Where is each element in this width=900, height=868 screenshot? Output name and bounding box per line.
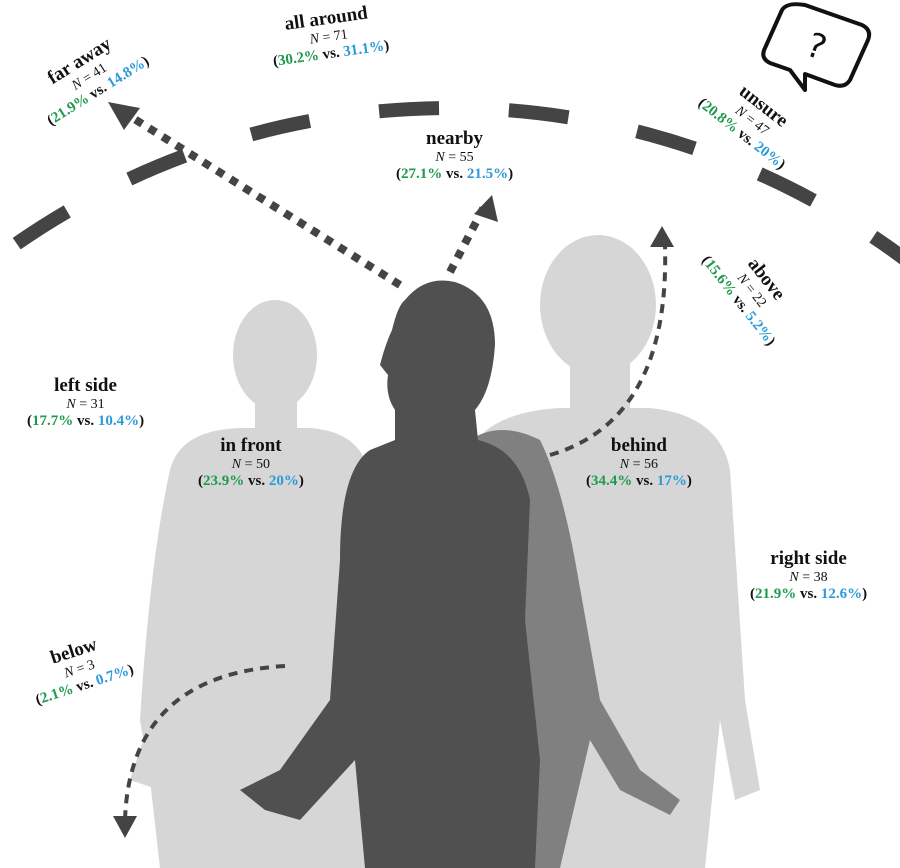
above-arrowhead — [650, 226, 674, 247]
location-title: nearby — [426, 128, 484, 149]
figure-self — [240, 280, 540, 868]
nearby-arrowhead — [474, 195, 498, 222]
far-away-arrowhead — [108, 102, 140, 130]
location-count: N = 50 — [231, 456, 271, 472]
location-percent: (21.9% vs. 12.6%) — [750, 585, 868, 602]
nearby-arrow — [446, 203, 489, 274]
location-title: left side — [54, 375, 117, 396]
far-away-arrow — [117, 106, 403, 289]
above-arrow — [549, 244, 668, 457]
label-nearby: nearby N = 55 (27.1% vs. 21.5%) — [396, 128, 513, 183]
label-behind: behind N = 56 (34.4% vs. 17%) — [586, 435, 692, 490]
label-left-side: left side N = 31 (17.7% vs. 10.4%) — [27, 375, 144, 430]
location-count: N = 38 — [789, 569, 828, 585]
label-in-front: in front N = 50 (23.9% vs. 20%) — [198, 435, 304, 490]
location-percent: (27.1% vs. 21.5%) — [396, 165, 514, 182]
location-title: in front — [220, 435, 282, 456]
question-bubble-icon: ? — [761, 2, 872, 92]
location-count: N = 31 — [66, 396, 105, 412]
location-percent: (23.9% vs. 20%) — [198, 472, 304, 489]
location-count: N = 56 — [619, 456, 659, 472]
label-right-side: right side N = 38 (21.9% vs. 12.6%) — [750, 548, 867, 603]
location-title: behind — [610, 435, 667, 456]
location-percent: (34.4% vs. 17%) — [586, 472, 692, 489]
below-arrowhead — [113, 816, 137, 838]
location-title: right side — [770, 548, 847, 569]
location-count: N = 55 — [435, 149, 474, 165]
location-percent: (17.7% vs. 10.4%) — [27, 412, 145, 429]
below-arrow — [123, 664, 286, 821]
